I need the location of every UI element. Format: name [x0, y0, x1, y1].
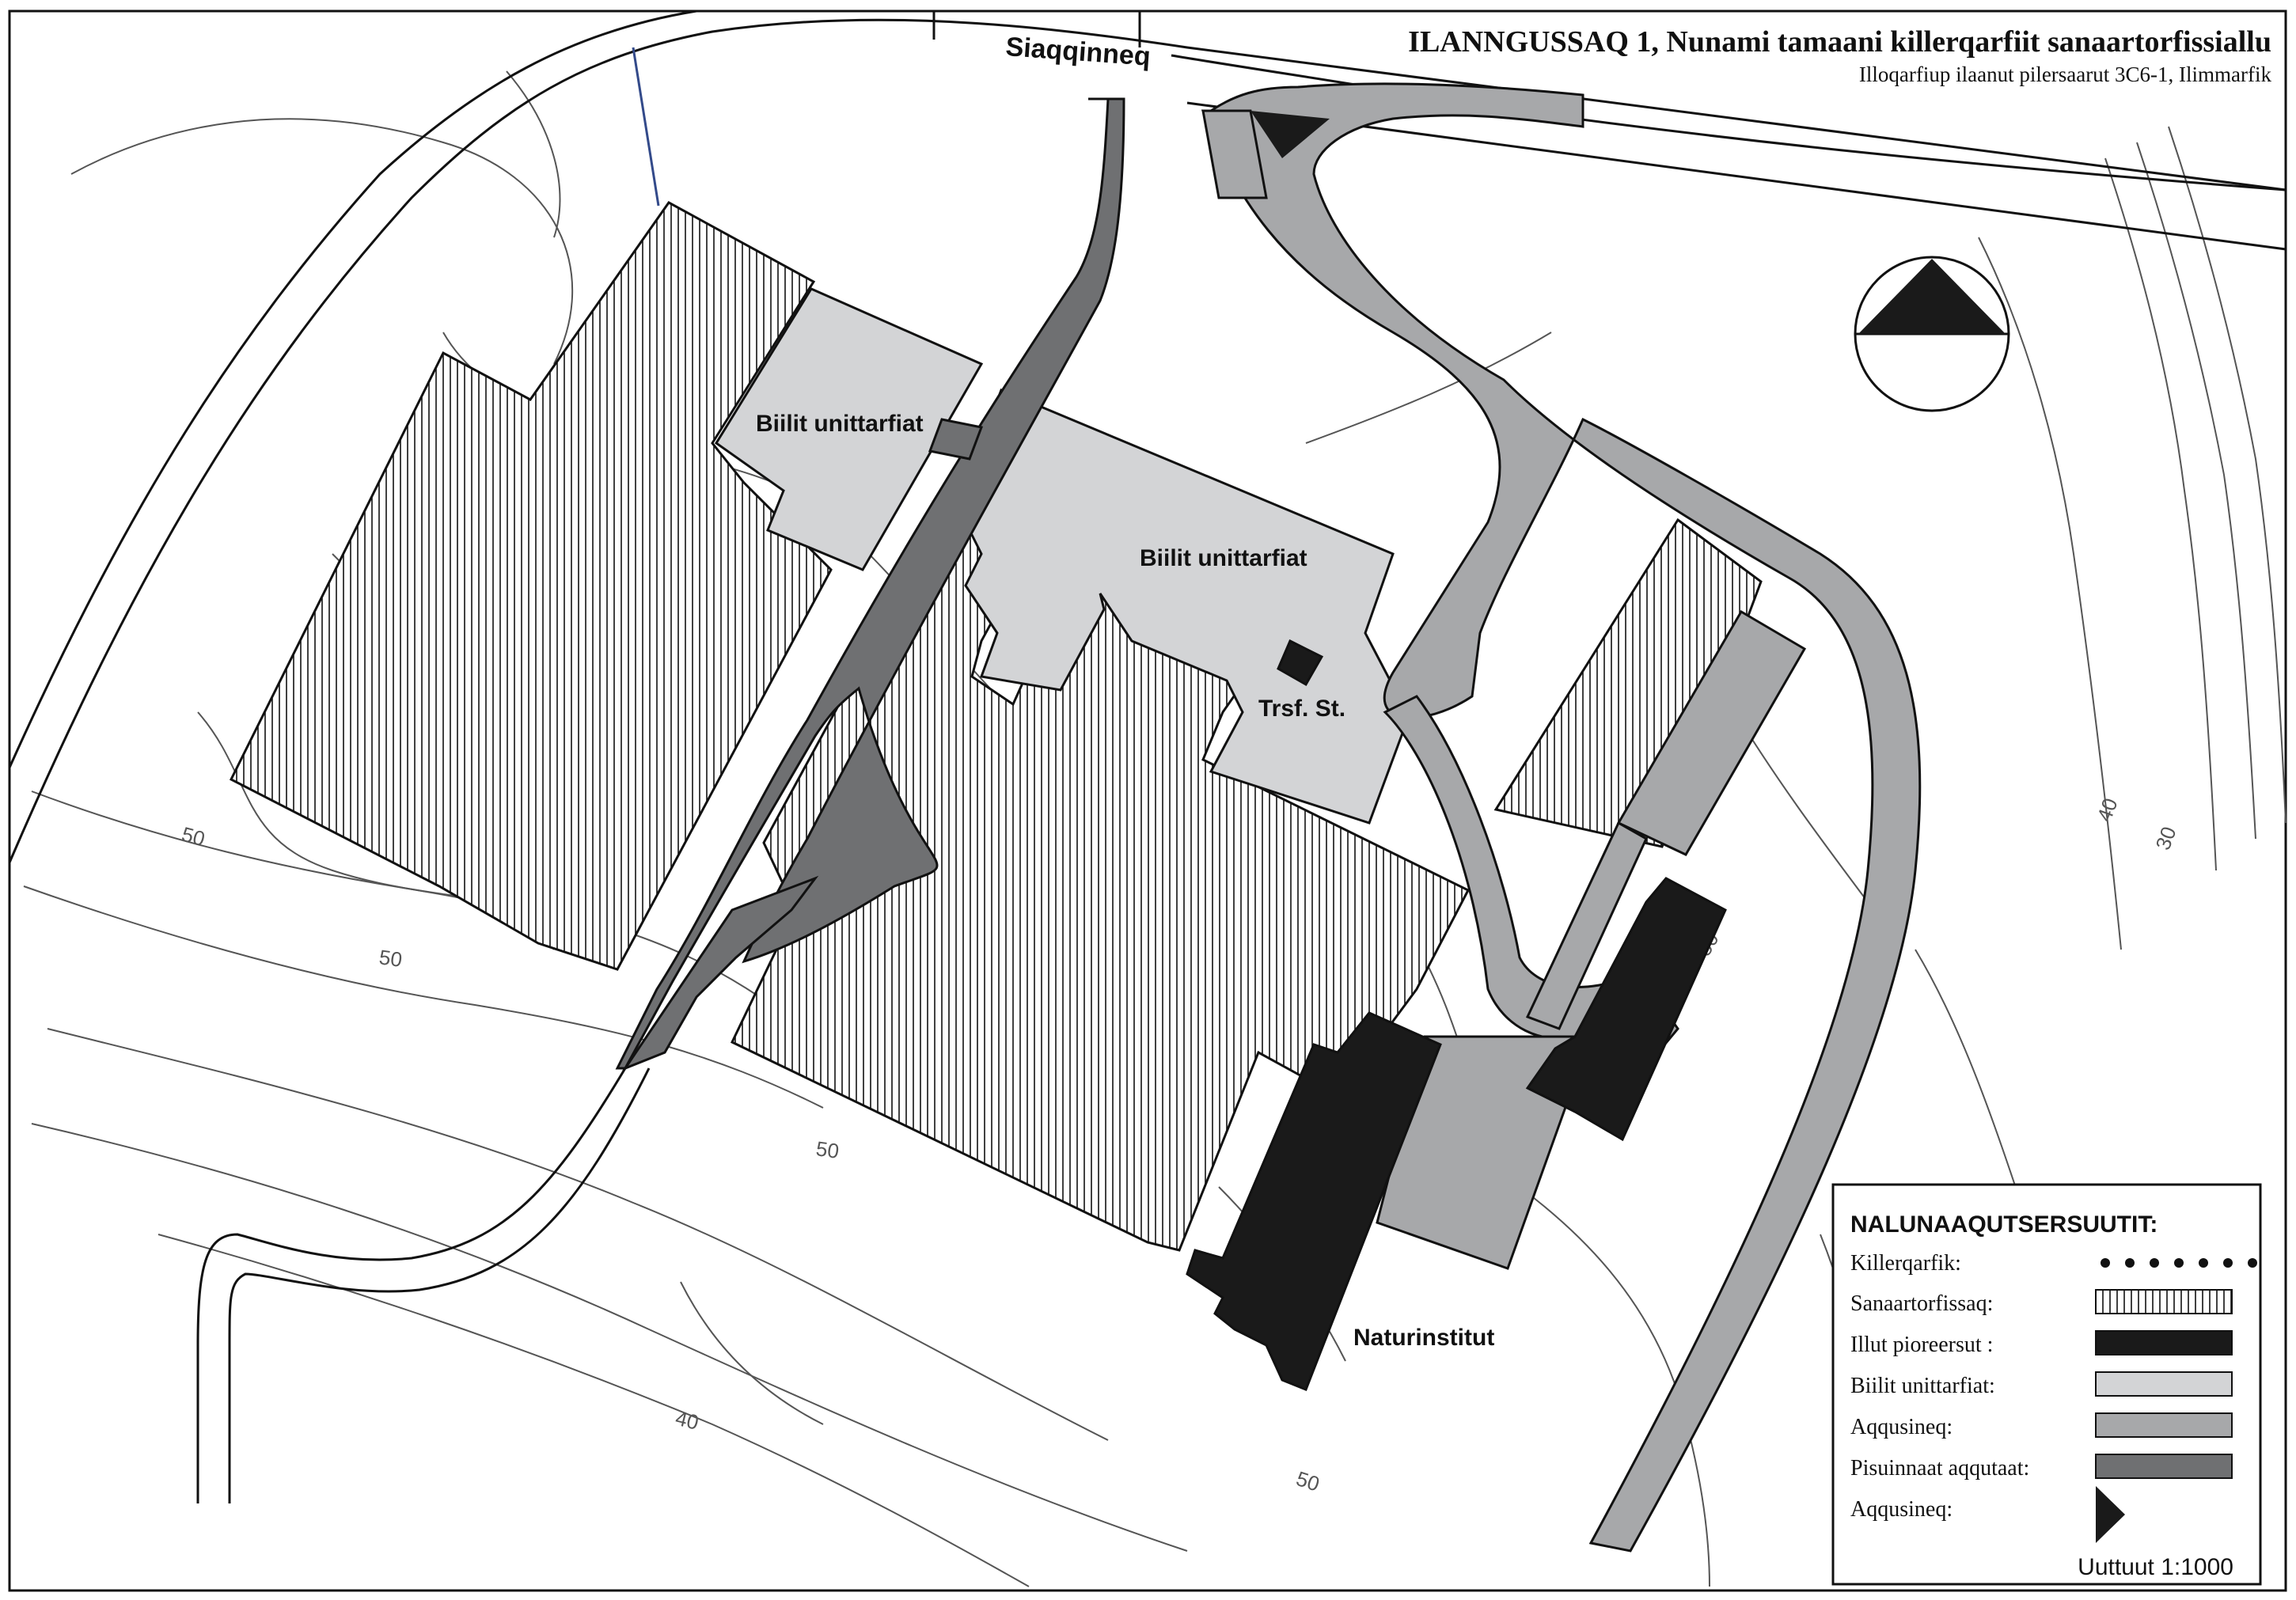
north-arrow-icon [1858, 259, 2006, 334]
legend-item-label: Biilit unittarfiat: [1850, 1374, 1995, 1398]
legend-item-label: Aqqusineq: [1850, 1415, 1953, 1439]
legend-scale: Uuttuut 1:1000 [2078, 1554, 2233, 1580]
roads [1201, 82, 1922, 1553]
access-road-sw [196, 1067, 651, 1503]
map-subtitle: Illoqarfiup ilaanut pilersaarut 3C6-1, I… [1859, 63, 2272, 86]
footpath-lower-west [622, 875, 819, 1071]
road-east-strip [1616, 609, 1807, 856]
building-site-west [229, 201, 833, 971]
building-sites [229, 201, 1763, 1252]
parking-area-west [714, 287, 984, 571]
legend-footpath-symbol [2095, 1454, 2233, 1479]
legend-item-label: Sanaartorfissaq: [1850, 1291, 1993, 1316]
road-to-institute [1383, 695, 1679, 1078]
legend-dots-symbol [2101, 1258, 2257, 1268]
existing-buildings [1186, 639, 1727, 1391]
legend-road-symbol [2095, 1412, 2233, 1438]
parking-label-central: Biilit unittarfiat [1140, 545, 1307, 571]
road-east-connector [1525, 821, 1648, 1030]
footpath-crossing [928, 418, 984, 461]
legend-item-label: Aqqusineq: [1850, 1497, 1953, 1522]
parking-label-west: Biilit unittarfiat [756, 411, 924, 437]
map-labels: Siaqqinneq Biilit unittarfiat Biilit uni… [756, 32, 1494, 1351]
institute-label: Naturinstitut [1353, 1325, 1494, 1351]
parking-areas [714, 287, 1410, 825]
transformer-label: Trsf. St. [1258, 696, 1345, 722]
legend-item-label: Pisuinnaat aqqutaat: [1850, 1456, 2029, 1481]
legend-title: NALUNAAQUTSERSUUTIT: [1850, 1211, 2157, 1238]
legend-hatch-symbol [2095, 1289, 2233, 1314]
legend-building-symbol [2095, 1330, 2233, 1355]
contour-label: 40 [674, 1406, 701, 1435]
legend: NALUNAAQUTSERSUUTIT: Killerqarfik: Sanaa… [1831, 1183, 2262, 1586]
title-block: ILANNGUSSAQ 1, Nunami tamaani killerqarf… [1408, 25, 2271, 86]
road-north-segment [1201, 109, 1268, 199]
building-east-block [1525, 877, 1727, 1142]
legend-parking-symbol [2095, 1371, 2233, 1397]
road-entrance-triangle [1250, 111, 1330, 158]
footpaths [615, 97, 1125, 1071]
building-site-east [1493, 518, 1763, 848]
legend-item-label: Illut pioreersut : [1850, 1333, 1993, 1357]
contour-label: 50 [814, 1136, 841, 1163]
footpath-main [615, 97, 1125, 1070]
building-west-block [1186, 1011, 1442, 1391]
transformer-station [1277, 639, 1324, 687]
legend-triangle-icon [2096, 1486, 2125, 1543]
building-site-central [731, 472, 1471, 1252]
main-road [8, 9, 2287, 863]
legend-item-label: Killerqarfik: [1850, 1251, 1961, 1276]
map-title: ILANNGUSSAQ 1, Nunami tamaani killerqarf… [1408, 25, 2271, 59]
contour-label: 50 [378, 945, 404, 972]
boundary-line [632, 47, 660, 207]
north-arrow [1854, 256, 2010, 412]
